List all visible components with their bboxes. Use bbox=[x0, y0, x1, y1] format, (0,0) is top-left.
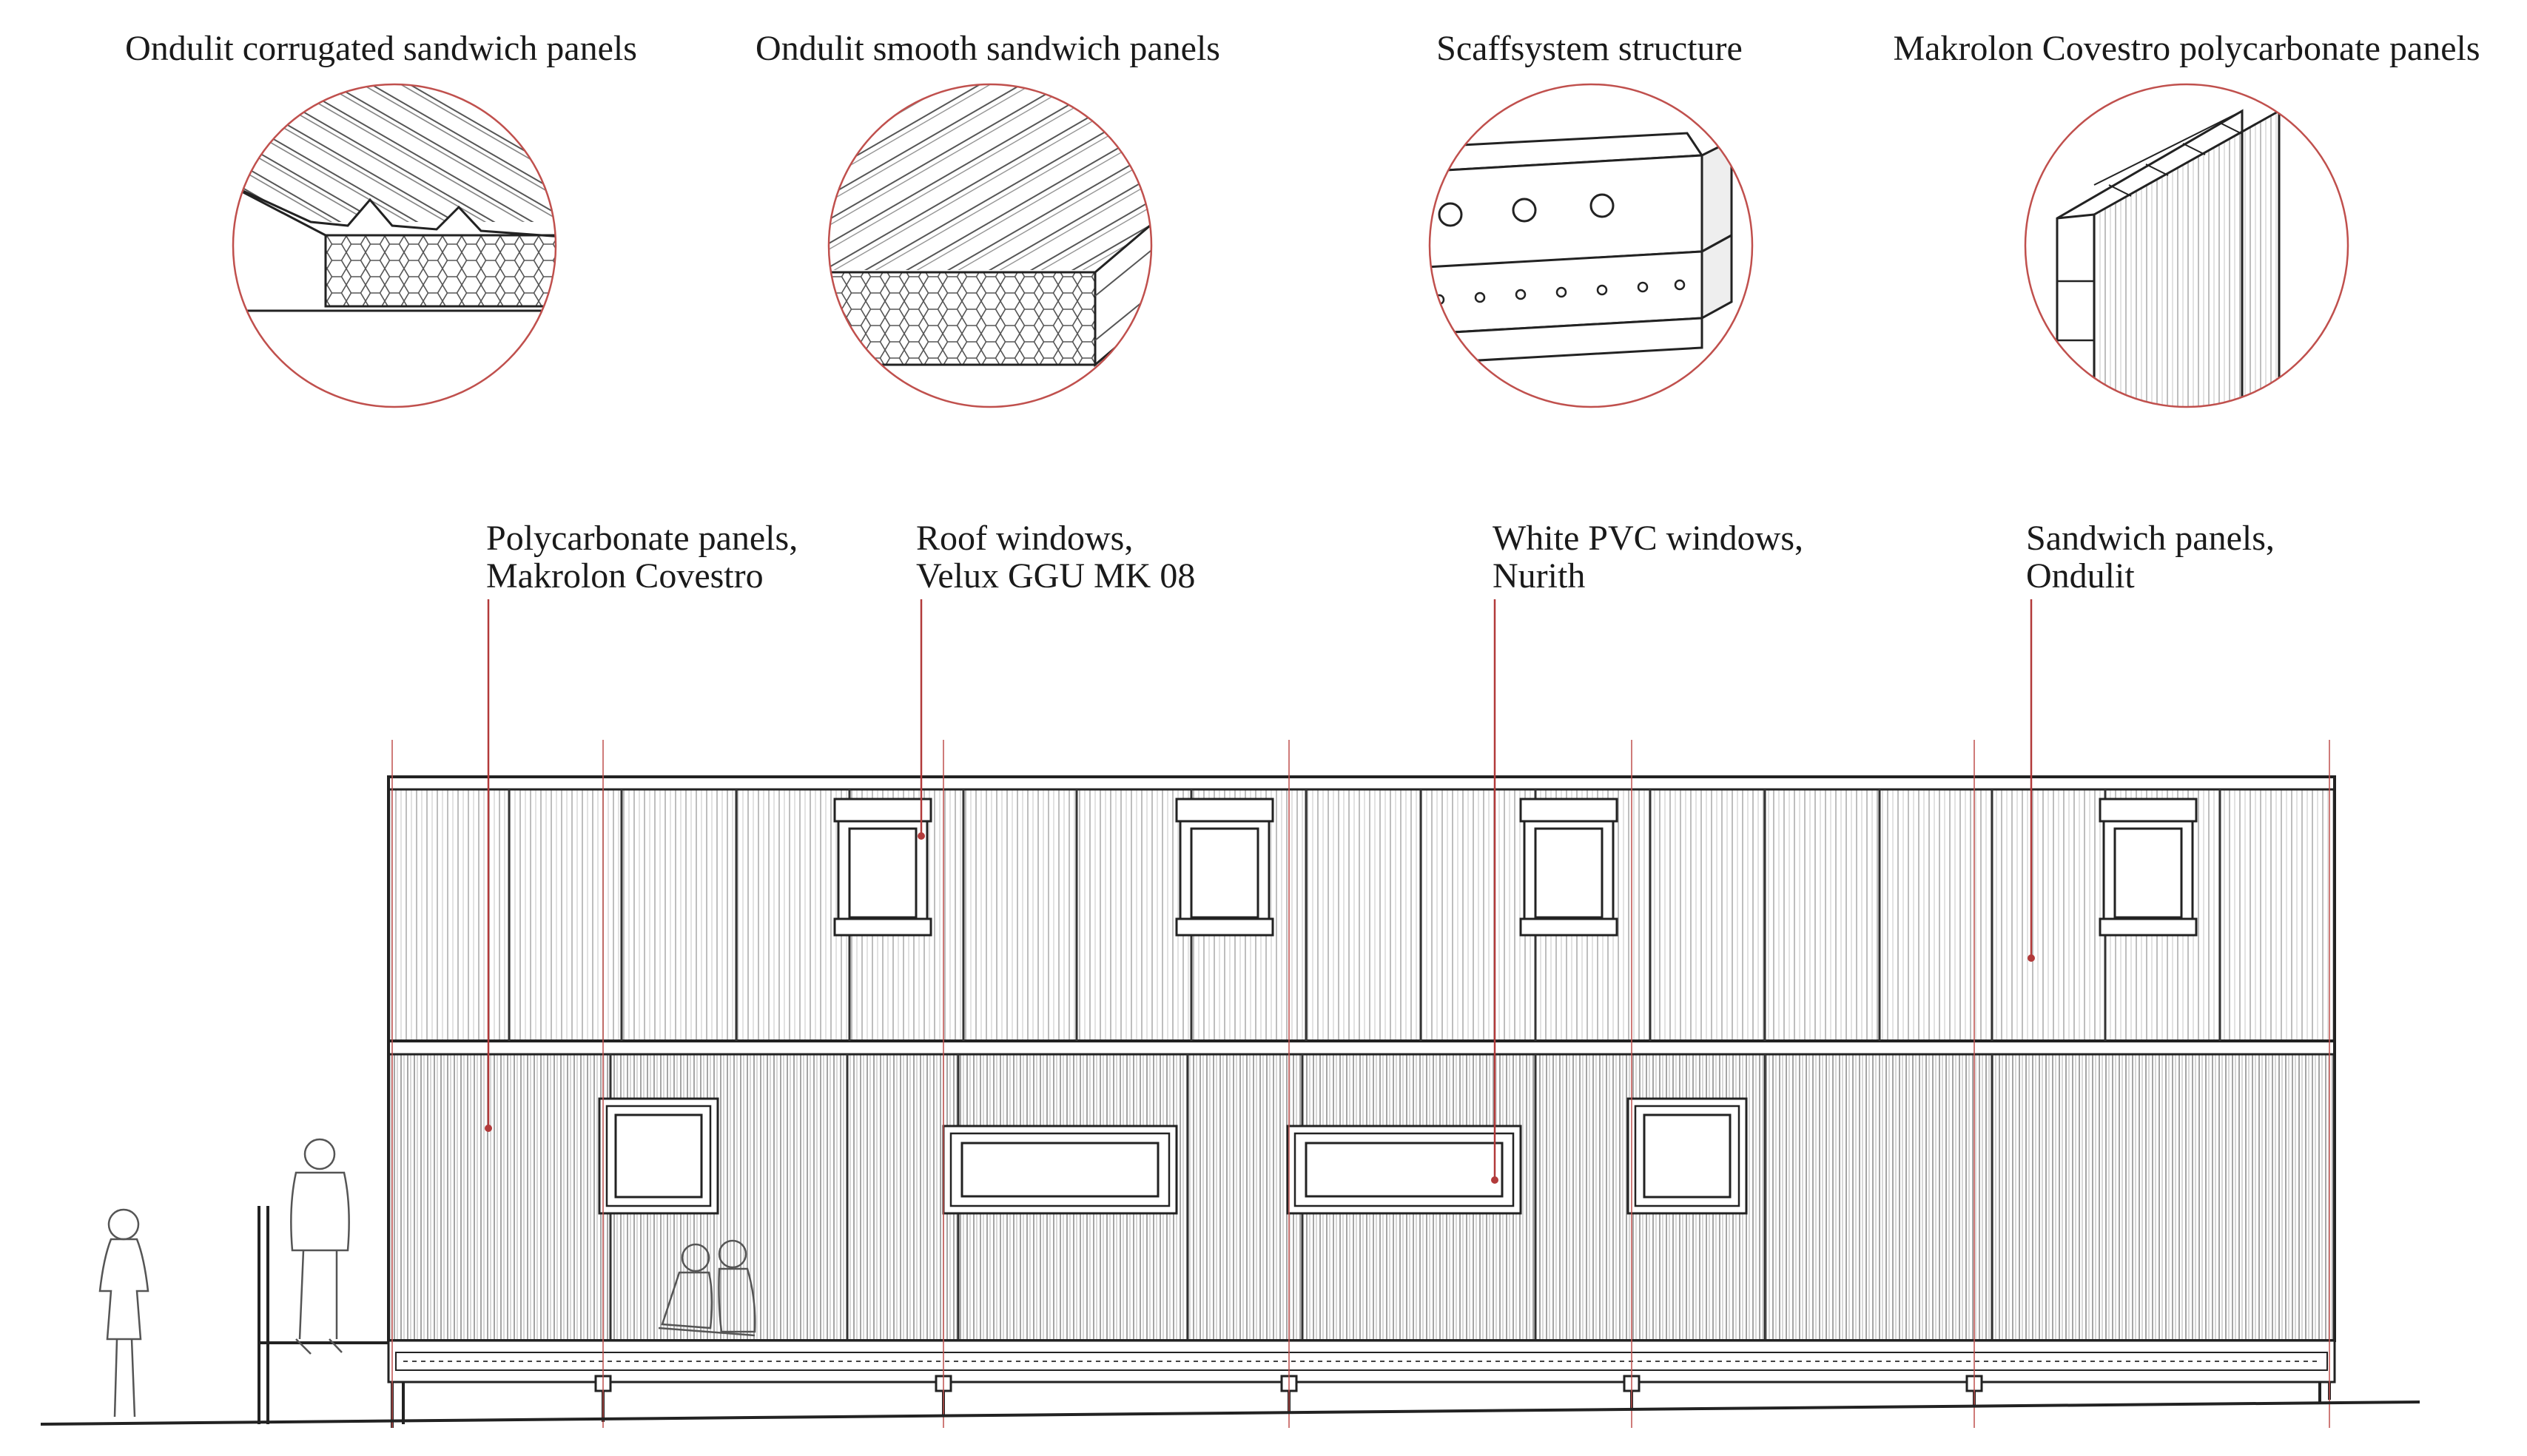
pvc-window-square bbox=[1626, 1097, 1748, 1215]
roof-window bbox=[1519, 798, 1618, 937]
callout-dot-roof-windows bbox=[918, 832, 925, 840]
callout-polycarbonate-line1: Polycarbonate panels, bbox=[486, 519, 798, 558]
detail-title-corrugated: Ondulit corrugated sandwich panels bbox=[125, 29, 637, 68]
callout-polycarbonate: Polycarbonate panels, Makrolon Covestro bbox=[486, 519, 798, 595]
roof-window bbox=[1175, 798, 1274, 937]
people-sitting-icon bbox=[658, 1239, 756, 1337]
detail-title-polycarbonate: Makrolon Covestro polycarbonate panels bbox=[1893, 29, 2480, 68]
corrugated-sandwich-panel-icon bbox=[232, 83, 557, 408]
roof-window bbox=[2099, 798, 2198, 937]
callout-roof-windows: Roof windows, Velux GGU MK 08 bbox=[916, 519, 1195, 595]
scaffold-profile-icon bbox=[1428, 83, 1754, 408]
polycarbonate-panel-icon bbox=[2024, 83, 2349, 408]
pvc-window-wide bbox=[942, 1125, 1178, 1215]
person-standing-woman-icon bbox=[98, 1208, 149, 1418]
ground-line bbox=[40, 1401, 2420, 1426]
callout-sandwich-line2: Ondulit bbox=[2026, 556, 2135, 596]
callout-roof-windows-line1: Roof windows, bbox=[916, 519, 1134, 558]
roof-window bbox=[833, 798, 932, 937]
person-standing-man-icon bbox=[290, 1138, 350, 1355]
callout-polycarbonate-line2: Makrolon Covestro bbox=[486, 556, 764, 596]
pvc-window-square bbox=[598, 1097, 719, 1215]
callout-dot-sandwich bbox=[2028, 954, 2035, 962]
callout-leaders bbox=[487, 599, 2033, 1180]
callout-sandwich-line1: Sandwich panels, bbox=[2026, 519, 2275, 558]
site-wall bbox=[258, 1206, 388, 1424]
callout-pvc-windows-line1: White PVC windows, bbox=[1493, 519, 1803, 558]
callout-sandwich: Sandwich panels, Ondulit bbox=[2026, 519, 2275, 595]
callout-dot-polycarbonate bbox=[485, 1125, 492, 1132]
callout-dot-pvc-windows bbox=[1491, 1176, 1498, 1184]
callout-pvc-windows-line2: Nurith bbox=[1493, 556, 1586, 596]
smooth-sandwich-panel-icon bbox=[827, 83, 1153, 408]
building-elevation bbox=[387, 740, 2336, 1428]
callout-roof-windows-line2: Velux GGU MK 08 bbox=[916, 556, 1196, 596]
detail-title-smooth: Ondulit smooth sandwich panels bbox=[756, 29, 1220, 68]
callout-pvc-windows: White PVC windows, Nurith bbox=[1493, 519, 1803, 595]
pvc-window-wide bbox=[1286, 1125, 1522, 1215]
detail-title-scaffsystem: Scaffsystem structure bbox=[1436, 29, 1743, 68]
